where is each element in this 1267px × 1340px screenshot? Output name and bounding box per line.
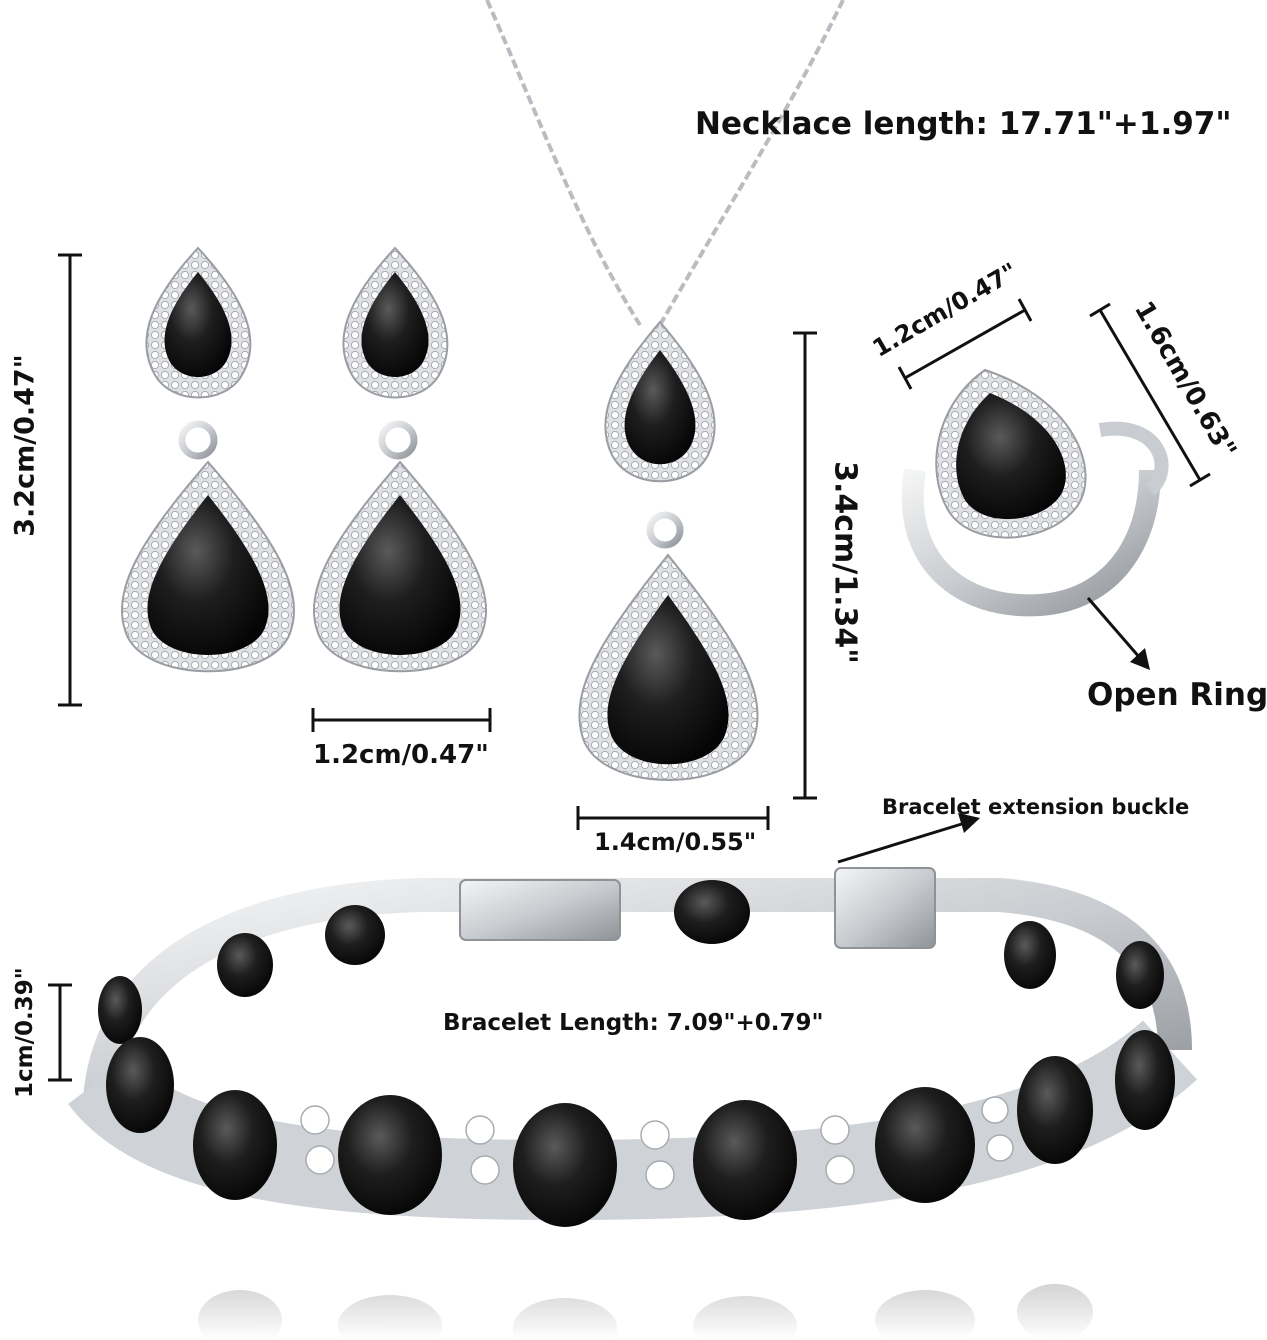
- earring-left: [120, 246, 296, 673]
- bracelet-height-label: 1cm/0.39": [12, 967, 38, 1098]
- necklace-pendant: [578, 320, 759, 781]
- earring-right: [312, 246, 488, 673]
- pendant-height-label: 3.4cm/1.34": [827, 461, 863, 664]
- ring-width-line: [897, 298, 1033, 390]
- open-ring-label: Open Ring: [1087, 677, 1267, 713]
- earring-height-line: [58, 253, 82, 707]
- ring-height-line: [1089, 302, 1211, 488]
- earring-width-label: 1.2cm/0.47": [313, 740, 489, 770]
- open-ring-arrow: [1086, 597, 1142, 659]
- open-ring-arrowhead: [1130, 648, 1150, 670]
- bracelet-height-line: [48, 983, 72, 1082]
- extension-arrow: [837, 821, 966, 864]
- necklace-length-label: Necklace length: 17.71"+1.97": [695, 106, 1232, 142]
- extension-arrowhead: [958, 813, 980, 833]
- pendant-width-line: [576, 806, 770, 830]
- necklace-chain: [485, 0, 845, 327]
- bracelet: [68, 867, 1198, 1227]
- pendant-height-line: [793, 331, 817, 800]
- pendant-width-label: 1.4cm/0.55": [594, 828, 757, 856]
- dimension-lines: [48, 253, 1211, 1082]
- earring-height-label: 3.2cm/0.47": [9, 354, 41, 537]
- bracelet-extension-label: Bracelet extension buckle: [882, 795, 1190, 819]
- earring-width-line: [311, 708, 492, 732]
- ring: [901, 368, 1169, 617]
- bracelet-length-label: Bracelet Length: 7.09"+0.79": [443, 1010, 824, 1036]
